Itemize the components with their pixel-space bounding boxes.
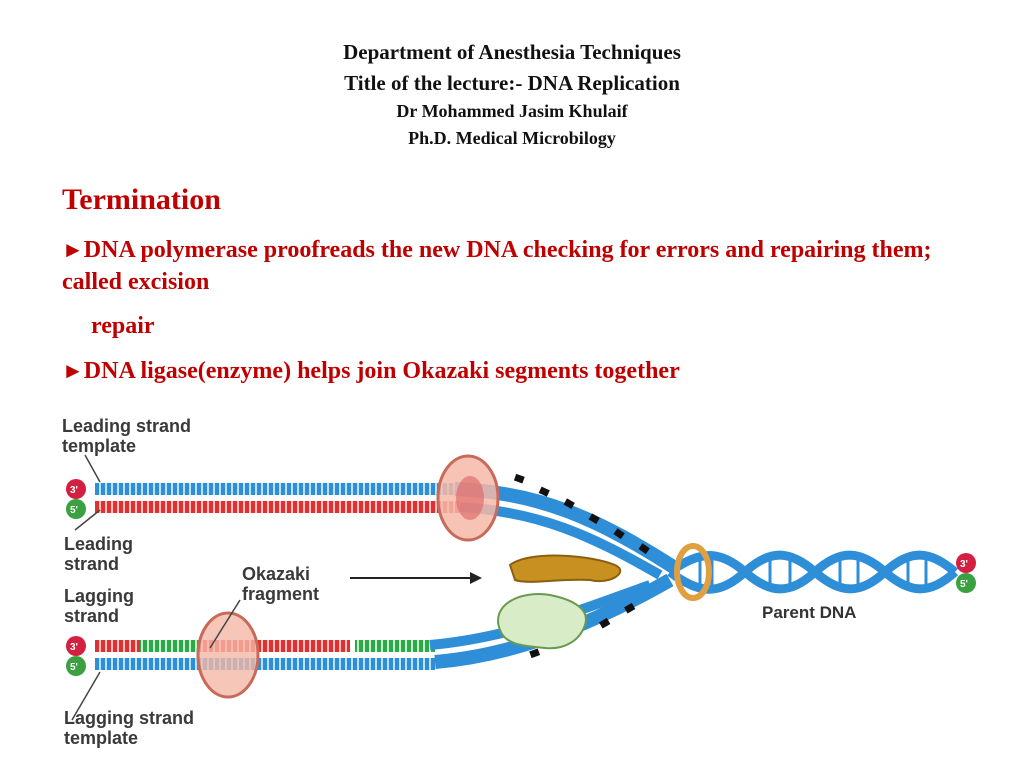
end-label-3-left-bottom: 3' <box>70 642 78 653</box>
lagging-polymerase-ring <box>196 611 260 699</box>
end-label-5-left-top: 5' <box>70 505 78 516</box>
end-marker-5-left-top <box>66 499 86 519</box>
lagging-okazaki-green-1 <box>140 640 200 652</box>
label-okazaki-2: fragment <box>242 584 319 604</box>
bullet-proofreading: ►DNA polymerase proofreads the new DNA c… <box>62 234 962 298</box>
leading-template-strand <box>95 483 455 495</box>
label-okazaki-1: Okazaki <box>242 564 310 584</box>
label-lagging-template-2: template <box>64 728 138 748</box>
lagging-new-red-1 <box>95 640 140 652</box>
department-title: Department of Anesthesia Techniques <box>343 40 681 64</box>
label-lagging-strand-1: Lagging <box>64 586 134 606</box>
bullet-arrow-icon: ► <box>62 358 84 383</box>
end-marker-3-left-bottom <box>66 636 86 656</box>
end-label-3-right: 3' <box>960 559 968 570</box>
end-label-5-left-bottom: 5' <box>70 662 78 673</box>
label-leading-strand-2: strand <box>64 554 119 574</box>
parent-helix-rungs <box>698 556 928 588</box>
section-title: Termination <box>62 183 221 216</box>
primase-blob <box>508 554 622 583</box>
label-lagging-strand-2: strand <box>64 606 119 626</box>
lecture-title: Title of the lecture:- DNA Replication <box>344 71 680 95</box>
bullet-arrow-icon: ► <box>62 237 84 262</box>
end-label-3-left-top: 3' <box>70 485 78 496</box>
bullet-text: DNA polymerase proofreads the new DNA ch… <box>62 237 932 295</box>
lagging-template-strand <box>95 658 435 670</box>
label-parent-dna: Parent DNA <box>762 603 856 622</box>
ligase-blob <box>497 593 587 650</box>
lagging-okazaki-green-2 <box>355 640 435 652</box>
lecturer-degree: Ph.D. Medical Microbilogy <box>408 128 616 148</box>
label-leading-template-2: template <box>62 436 136 456</box>
end-marker-3-left-top <box>66 479 86 499</box>
end-label-5-right: 5' <box>960 579 968 590</box>
label-pointers <box>71 454 241 721</box>
leading-new-strand <box>95 501 460 513</box>
replication-fork-diagram: 3' 5' 3' 5' 3' 5' Leading strand templat… <box>62 416 976 748</box>
leading-polymerase-hole <box>456 476 484 520</box>
bullet-continuation: repair <box>91 313 155 339</box>
label-leading-template-1: Leading strand <box>62 416 191 436</box>
label-lagging-template-1: Lagging strand <box>64 708 194 728</box>
end-marker-5-left-bottom <box>66 656 86 676</box>
okazaki-arrow-head <box>470 572 482 584</box>
bullet-text: DNA ligase(enzyme) helps join Okazaki se… <box>83 358 680 384</box>
bullet-ligase: ►DNA ligase(enzyme) helps join Okazaki s… <box>62 355 680 387</box>
lecturer-name: Dr Mohammed Jasim Khulaif <box>396 101 628 121</box>
end-marker-5-right <box>956 573 976 593</box>
helicase-ring <box>674 543 712 601</box>
end-marker-3-right <box>956 553 976 573</box>
label-leading-strand-1: Leading <box>64 534 133 554</box>
parent-helix-strand-b <box>667 550 958 594</box>
